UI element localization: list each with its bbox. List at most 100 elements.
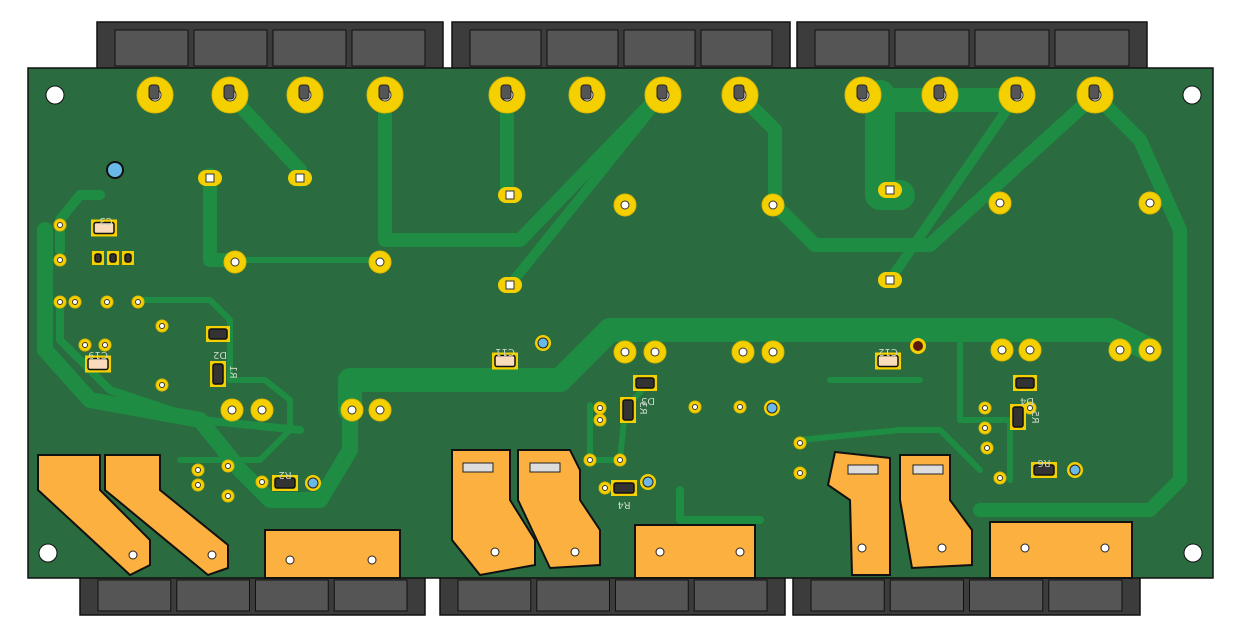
connector-slot	[912, 464, 944, 475]
terminal-pin	[223, 84, 235, 100]
silkscreen-c11: C11	[495, 346, 515, 357]
terminal-pin	[1088, 84, 1100, 100]
oval-pad-hole	[205, 173, 215, 183]
terminal-cell	[272, 29, 347, 67]
terminal-cell	[700, 29, 773, 67]
pad-hole	[597, 405, 603, 411]
silkscreen-r2: R2	[278, 469, 291, 480]
pad-hole	[257, 405, 267, 415]
via-hole	[1069, 464, 1081, 476]
spade-connector	[989, 521, 1133, 579]
spade-connectors	[37, 449, 1133, 579]
mounting-hole	[1183, 543, 1203, 563]
spade-connector	[899, 454, 973, 570]
pad-hole	[159, 382, 165, 388]
terminal-cell	[255, 579, 329, 612]
connector-hole	[570, 547, 580, 557]
via-hole	[537, 337, 549, 349]
pad-hole	[225, 463, 231, 469]
capacitor-c3	[93, 221, 115, 235]
trace	[885, 90, 1022, 285]
resistor-r3	[622, 399, 634, 421]
pad-hole	[913, 341, 923, 351]
spade-connector	[37, 454, 151, 577]
pad-hole	[737, 404, 743, 410]
trace	[505, 90, 668, 290]
terminal-pin	[1010, 84, 1022, 100]
silkscreen-r3: R3	[637, 401, 648, 414]
trace	[676, 486, 764, 524]
pad-hole	[620, 200, 630, 210]
trace	[137, 297, 293, 463]
resistor-r4	[613, 482, 635, 494]
terminal-cell	[969, 579, 1044, 612]
pad-hole	[195, 482, 201, 488]
trace	[957, 337, 1013, 483]
terminal-pin	[933, 84, 945, 100]
spade-connector	[451, 449, 536, 577]
connector-hole	[490, 547, 500, 557]
oval-pad-hole	[295, 173, 305, 183]
pad-hole	[768, 200, 778, 210]
pad-hole	[57, 257, 63, 263]
terminal-cell	[546, 29, 619, 67]
terminal-pin	[500, 84, 512, 100]
pad-hole	[650, 347, 660, 357]
pad-hole	[997, 345, 1007, 355]
terminal-cell	[176, 579, 250, 612]
pad-hole	[195, 467, 201, 473]
pad-hole	[225, 493, 231, 499]
trace	[973, 88, 1187, 517]
capacitor-c19	[87, 357, 109, 371]
mounting-hole	[38, 543, 58, 563]
pad-hole	[159, 323, 165, 329]
silkscreen-r6: R6	[1037, 457, 1050, 468]
mounting-hole	[1182, 85, 1202, 105]
pad-hole	[347, 405, 357, 415]
trace	[338, 318, 622, 422]
diode-d4	[1015, 377, 1035, 389]
pad-hole	[72, 299, 78, 305]
terminal-blocks	[79, 21, 1148, 616]
connector-hole	[1100, 543, 1110, 553]
pad-hole	[597, 417, 603, 423]
resistor-r5	[1012, 406, 1024, 428]
terminal-cell	[623, 29, 696, 67]
terminal-cell	[974, 29, 1050, 67]
silkscreen-r4: R4	[617, 499, 630, 510]
pad-hole	[1115, 345, 1125, 355]
pad-hole	[617, 457, 623, 463]
terminal-cell	[615, 579, 689, 612]
silkscreen-d2: D2	[213, 349, 227, 360]
terminal-pin	[148, 84, 160, 100]
pad-hole	[997, 475, 1003, 481]
connector-hole	[367, 555, 377, 565]
silkscreen-r1: R1	[227, 365, 238, 378]
pad-hole	[135, 299, 141, 305]
via-hole	[642, 476, 654, 488]
pad-hole	[982, 425, 988, 431]
oval-pad-hole	[885, 275, 895, 285]
terminal-pin	[656, 84, 668, 100]
terminal-cell	[536, 579, 610, 612]
pad-hole	[984, 445, 990, 451]
pad-hole	[620, 347, 630, 357]
terminal-cell	[810, 579, 885, 612]
pad-hole	[102, 342, 108, 348]
pad-hole	[1145, 345, 1155, 355]
silkscreen-c19: C19	[88, 349, 108, 360]
capacitor-c12	[877, 354, 899, 368]
pad-hole	[1025, 345, 1035, 355]
spade-connector	[826, 450, 891, 576]
pad-hole	[797, 470, 803, 476]
pad-hole	[375, 257, 385, 267]
pad-hole	[587, 457, 593, 463]
pad-hole	[82, 342, 88, 348]
via-hole	[766, 402, 778, 414]
silkscreen-d3: D3	[641, 395, 655, 406]
terminal-pin	[856, 84, 868, 100]
trace	[56, 296, 304, 434]
silkscreen-c3: C3	[99, 215, 112, 226]
diode-d3	[635, 377, 655, 389]
